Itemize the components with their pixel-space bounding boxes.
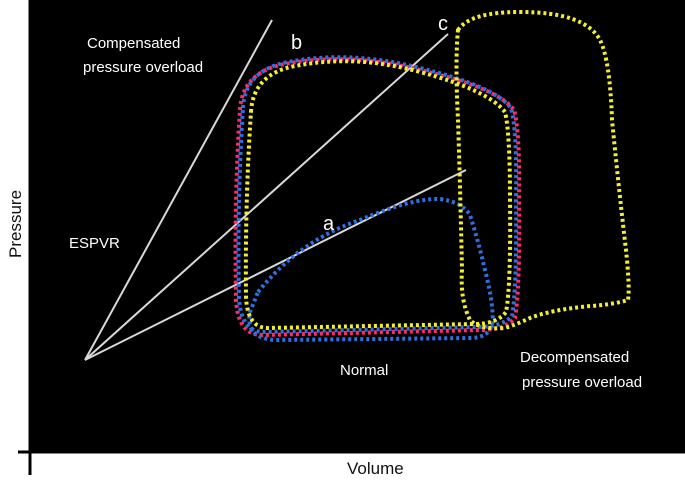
espvr-lines [84, 19, 467, 361]
loop-label-c: c [438, 13, 448, 35]
espvr-line-normal [84, 169, 467, 361]
loop-c-decompensated [454, 9, 631, 331]
decompensated-label-line1: Decompensated [520, 349, 629, 366]
compensated-label-line1: Compensated [87, 35, 180, 52]
loop-c-overlay [243, 59, 513, 331]
normal-label: Normal [340, 362, 388, 379]
plot-background [30, 0, 685, 452]
loop-b-compensated-red [233, 57, 522, 338]
loop-label-a: a [323, 213, 335, 235]
y-axis-title: Pressure [6, 190, 25, 258]
loop-a-normal [247, 196, 495, 343]
espvr-line-decompensated [84, 33, 449, 361]
decompensated-label-line2: pressure overload [522, 374, 642, 391]
loop-b-compensated-blue [236, 55, 519, 335]
espvr-line-compensated [84, 19, 273, 361]
compensated-label-line2: pressure overload [83, 59, 203, 76]
x-axis-title: Volume [347, 459, 404, 478]
espvr-label: ESPVR [69, 235, 120, 252]
loop-label-b: b [291, 32, 302, 54]
